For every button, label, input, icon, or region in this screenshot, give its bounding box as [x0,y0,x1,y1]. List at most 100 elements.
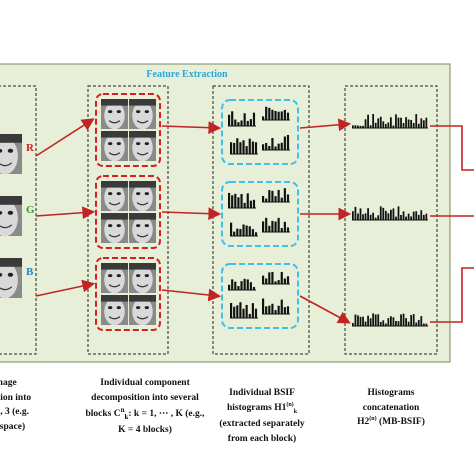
face-mouth [108,120,121,124]
histogram-bin [422,323,425,326]
bsif-histogram [262,106,290,121]
histogram-bin [379,206,382,220]
caption-line: blocks Cnk: k = 1, ⋯ , K (e.g., [85,406,205,422]
caption-line: osition into [0,392,32,403]
histogram-bin [280,227,283,232]
histogram-bin [407,119,410,128]
histogram-bin [239,228,242,236]
face-mouth [136,234,149,238]
panel-title: Feature Extraction [146,69,228,80]
face-skin [132,183,153,212]
histogram-bin [243,113,246,126]
arrow-r-to-blocks [35,118,95,157]
histogram-bin [274,310,277,314]
histogram-bin [354,125,357,128]
face-eye [136,306,141,310]
histogram-bin [382,207,385,220]
histogram-bin [397,206,400,220]
histogram-bin [234,281,237,290]
histogram-bin [280,271,283,284]
histogram-bin [252,112,256,126]
histogram-bin [354,314,357,326]
histogram-bin [274,110,277,120]
histogram-bin [362,316,364,326]
face-hair [0,196,22,205]
face-mouth [136,152,149,156]
caption-line: from each block) [227,433,297,444]
histogram-bin [382,121,385,128]
histogram-bin [384,210,387,220]
histogram-bin [249,119,252,126]
histogram-bin [271,190,274,202]
histogram-bin [265,217,268,232]
face-mouth [136,120,149,124]
histogram-bin [283,278,286,284]
histogram-bin [392,125,395,128]
face-skin [104,101,125,130]
histogram-bin [384,124,387,128]
input-face-g [0,196,22,237]
histogram-bin [271,138,274,150]
histogram-bin [277,189,280,202]
histogram-bin [251,141,254,154]
block-group-3 [95,257,161,331]
histogram-bin [286,194,290,202]
histogram-bin [243,202,246,208]
histogram-bin [362,214,364,220]
bsif-histogram [262,298,290,315]
face-hair [101,213,128,220]
face-eye [108,306,113,310]
histogram-bin [245,146,248,154]
histogram-bin [283,188,286,202]
histogram-bin [228,192,231,208]
histogram-bin [395,216,397,220]
histogram-bin [286,112,290,120]
face-block-2 [129,99,156,130]
face-block-1 [101,181,128,212]
histogram-bin [417,214,420,220]
face-hair [129,99,156,106]
histogram-bin [352,211,354,220]
bsif-group-2 [221,181,299,247]
face-skin [132,297,153,326]
face-mouth [136,202,149,206]
bsif-histogram [262,271,290,285]
bsif-group-frame [221,181,299,247]
bsif-group-frame [221,263,299,329]
histogram-bin [369,318,372,326]
histogram-bin [268,145,271,150]
bsif-histogram [262,217,290,233]
histogram-bin [372,114,375,128]
face-hair [129,213,156,220]
face-block-2 [129,181,156,212]
histogram-bin [265,306,268,314]
histogram-bin [274,196,277,202]
histogram-bin [262,221,265,232]
face-eye [136,142,141,146]
histogram-bin [367,114,369,128]
histogram-bin [245,225,248,236]
histogram-bin [407,213,410,220]
histogram-bin [251,303,254,318]
face-eye [116,192,121,196]
face-skin [132,265,153,294]
histogram-bin [274,146,277,150]
arrow-blocks-to-bsif-2 [161,207,222,221]
output-line-3 [430,267,474,323]
histogram-bin [233,306,236,318]
histogram-bin [422,214,425,220]
block-group-frame [95,175,161,249]
histogram-bin [271,220,274,232]
face-block-3 [101,131,128,162]
face-hair [129,263,156,270]
histogram-bin [251,229,254,236]
face-block-3 [101,213,128,244]
histogram-bin [357,315,359,326]
face-eye [136,224,141,228]
face-eye [144,192,149,196]
caption-line: concatenation [362,402,420,413]
histogram-bin [400,214,402,220]
histogram-bin [369,125,372,128]
histogram-bin [262,144,265,150]
input-face-b [0,258,22,299]
